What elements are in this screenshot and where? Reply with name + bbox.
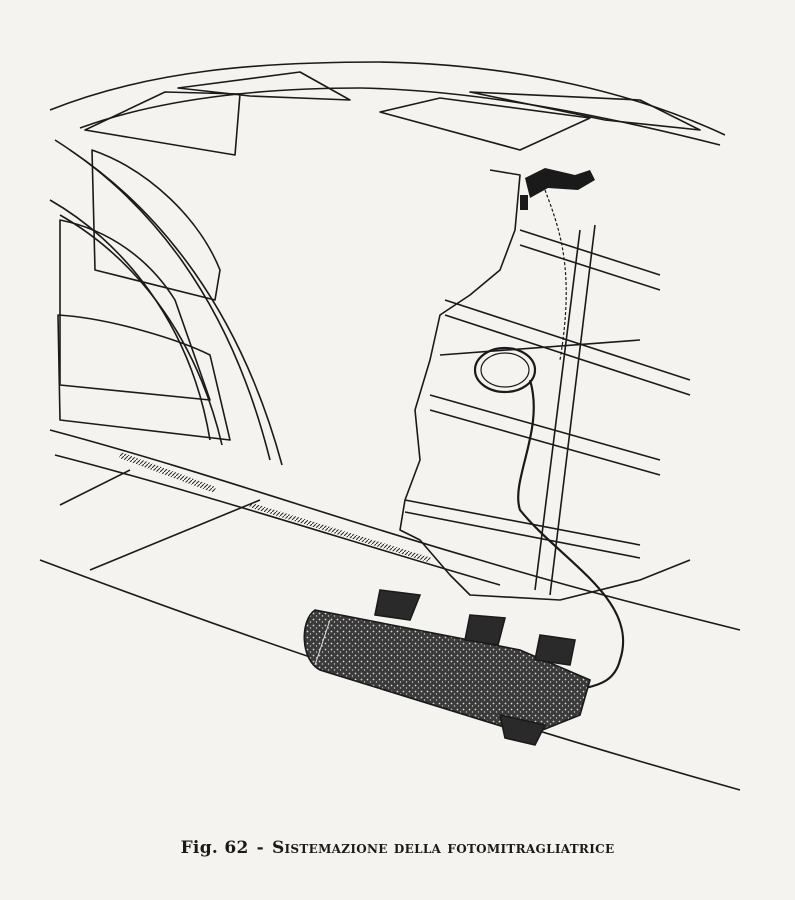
trigger-mechanism [520,168,595,210]
canopy-front-arch [54,139,271,461]
caption-separator: - [256,838,264,858]
cutaway-edge [399,169,691,601]
technical-illustration [39,61,741,791]
canopy-front-arch-inner [69,149,283,466]
canopy-inner-top [79,87,721,146]
figure-number: Fig. 62 [180,838,249,858]
figure-caption: Fig. 62-Sistemazione della fotomitraglia… [0,838,795,858]
camera-cable [517,379,625,690]
camera-gun [303,589,591,746]
figure-title: Sistemazione della fotomitragliatrice [271,838,615,858]
